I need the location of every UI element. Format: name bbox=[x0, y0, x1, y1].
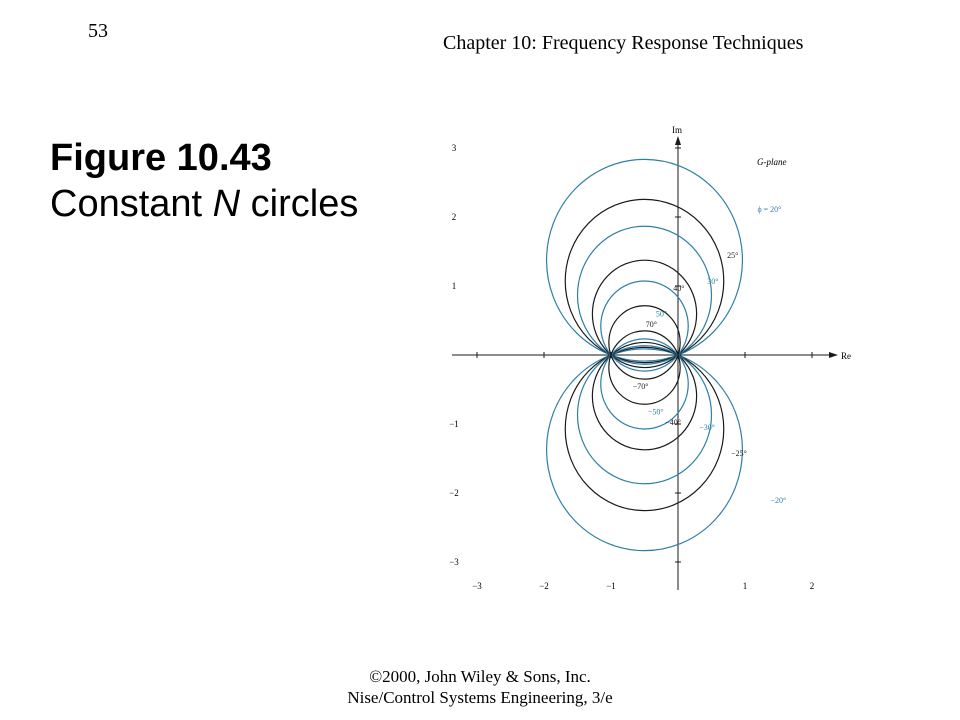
phase-label: −25° bbox=[731, 449, 747, 458]
n-circles bbox=[545, 158, 744, 552]
n-circle bbox=[564, 198, 725, 364]
axis-ticks: −3 −2 −1 1 2 3 2 1 −1 −2 −3 bbox=[449, 143, 814, 591]
phase-labels: ϕ = 20° 25° 30° 40° 50° 70° −20° −25° −30° −40°−5… bbox=[633, 205, 786, 505]
phase-label: −20° bbox=[770, 496, 786, 505]
y-tick-label: 2 bbox=[452, 212, 457, 222]
n-circle bbox=[576, 225, 713, 365]
y-tick-label: −3 bbox=[449, 557, 459, 567]
axes: Re Im G-plane bbox=[452, 125, 851, 590]
imaginary-axis-label: Im bbox=[672, 125, 682, 135]
figure-title-block: Figure 10.43 Constant N circles bbox=[50, 136, 358, 227]
n-circle bbox=[591, 259, 698, 369]
phase-label: 50° bbox=[656, 309, 667, 318]
caption-prefix: Constant bbox=[50, 182, 213, 225]
y-tick-label: 3 bbox=[452, 143, 457, 153]
x-tick-label: −2 bbox=[539, 581, 549, 591]
chapter-title: Chapter 10: Frequency Response Technique… bbox=[443, 32, 804, 54]
phase-label: −40° bbox=[665, 418, 681, 427]
slide-number: 53 bbox=[88, 20, 108, 42]
footer: ©2000, John Wiley & Sons, Inc. Nise/Cont… bbox=[0, 666, 960, 709]
caption-variable: N bbox=[212, 182, 241, 225]
n-circle bbox=[545, 158, 744, 362]
x-tick-label: −1 bbox=[606, 581, 616, 591]
copyright-line: ©2000, John Wiley & Sons, Inc. bbox=[369, 667, 591, 686]
g-plane-label: G-plane bbox=[757, 157, 787, 167]
x-tick-label: 1 bbox=[743, 581, 748, 591]
figure-number: Figure 10.43 bbox=[50, 137, 272, 179]
y-tick-label: −1 bbox=[449, 419, 459, 429]
phase-label: −70° bbox=[633, 382, 649, 391]
y-tick-label: −2 bbox=[449, 488, 459, 498]
figure-caption: Constant N circles bbox=[50, 182, 358, 228]
phase-label: −50° bbox=[648, 408, 664, 417]
n-circle bbox=[576, 345, 713, 485]
n-circle bbox=[600, 280, 689, 372]
n-circle bbox=[600, 338, 689, 430]
x-tick-label: −3 bbox=[472, 581, 482, 591]
y-tick-label: 1 bbox=[452, 281, 457, 291]
real-axis-arrow bbox=[829, 352, 838, 358]
phase-label: 70° bbox=[646, 320, 657, 329]
n-circle bbox=[608, 330, 681, 405]
x-tick-label: 2 bbox=[810, 581, 815, 591]
n-circle bbox=[545, 348, 744, 552]
phase-label: 40° bbox=[673, 284, 684, 293]
imaginary-axis-arrow bbox=[675, 136, 681, 145]
book-title-line: Nise/Control Systems Engineering, 3/e bbox=[347, 688, 613, 708]
n-circle bbox=[564, 346, 725, 512]
real-axis-label: Re bbox=[841, 351, 851, 361]
n-circle bbox=[608, 305, 681, 380]
phase-label: 30° bbox=[707, 277, 718, 286]
phase-label: −30° bbox=[699, 423, 715, 432]
phase-label: 25° bbox=[727, 251, 738, 260]
n-circle bbox=[591, 341, 698, 451]
phase-label: ϕ = 20° bbox=[757, 205, 781, 214]
caption-suffix: circles bbox=[240, 182, 359, 225]
